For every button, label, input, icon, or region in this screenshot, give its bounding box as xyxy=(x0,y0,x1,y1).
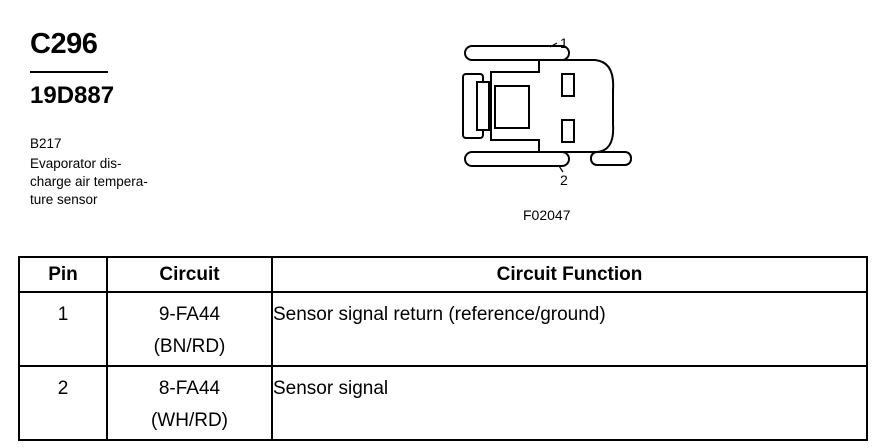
component-reference: B217 xyxy=(30,136,62,151)
terminal-cavity-2 xyxy=(561,119,575,143)
pinout-table: Pin Circuit Circuit Function 1 9-FA44 (B… xyxy=(18,256,868,441)
connector-housing-window xyxy=(494,85,530,129)
table-row: 1 9-FA44 (BN/RD) Sensor signal return (r… xyxy=(18,291,868,367)
table-header-row: Pin Circuit Circuit Function xyxy=(18,256,868,293)
pin-cell: 2 xyxy=(18,365,108,441)
column-header-pin: Pin xyxy=(18,256,108,293)
pin-cell: 1 xyxy=(18,291,108,367)
component-desc-line: Evaporator dis- xyxy=(30,156,122,171)
pin-2-leader xyxy=(558,165,564,173)
column-header-circuit: Circuit xyxy=(106,256,273,293)
circuit-number: 8-FA44 xyxy=(158,378,221,399)
pin-1-label: 1 xyxy=(560,35,568,51)
column-header-function: Circuit Function xyxy=(271,256,868,293)
circuit-number: 9-FA44 xyxy=(158,304,221,325)
connector-bottom-bar xyxy=(464,151,570,167)
connector-left-latch-inner xyxy=(476,81,490,131)
function-cell: Sensor signal xyxy=(271,365,868,441)
circuit-cell: 8-FA44 (WH/RD) xyxy=(106,365,273,441)
component-description: Evaporator dis- charge air tempera- ture… xyxy=(30,155,148,209)
figure-id: F02047 xyxy=(523,207,571,223)
terminal-cavity-1 xyxy=(561,73,575,97)
pin-2-label: 2 xyxy=(560,172,568,188)
connector-face-diagram xyxy=(462,42,632,173)
component-desc-line: charge air tempera- xyxy=(30,174,148,189)
wire-color: (WH/RD) xyxy=(150,410,229,431)
connector-id-underline xyxy=(30,71,108,73)
circuit-cell: 9-FA44 (BN/RD) xyxy=(106,291,273,367)
part-number: 19D887 xyxy=(30,82,115,109)
connector-id: C296 xyxy=(30,28,98,60)
component-desc-line: ture sensor xyxy=(30,192,98,207)
connector-right-tab xyxy=(590,151,632,166)
pin-1-leader xyxy=(549,42,558,48)
connector-top-bar xyxy=(464,45,570,61)
wire-color: (BN/RD) xyxy=(153,336,226,357)
table-row: 2 8-FA44 (WH/RD) Sensor signal xyxy=(18,365,868,441)
function-cell: Sensor signal return (reference/ground) xyxy=(271,291,868,367)
